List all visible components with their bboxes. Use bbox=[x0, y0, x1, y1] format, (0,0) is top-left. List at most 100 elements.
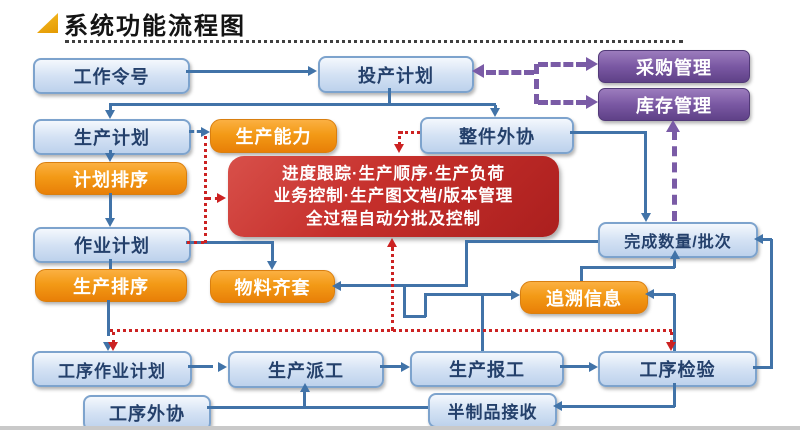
flow-branch-to-trace-info bbox=[403, 286, 406, 317]
flow-job-plan-to-kitting-seg bbox=[271, 241, 274, 262]
flow-completed-to-kitting-seg bbox=[465, 240, 468, 287]
title-dotted-rule bbox=[65, 40, 683, 43]
node-trace-info: 追溯信息 bbox=[520, 281, 648, 314]
arrowhead bbox=[300, 383, 310, 392]
node-purchase-mgmt: 采购管理 bbox=[598, 50, 750, 83]
node-label: 整件外协 bbox=[459, 126, 535, 147]
link-to-purchase-mgmt bbox=[538, 62, 586, 67]
node-semi-product-receipt: 半制品接收 bbox=[428, 393, 557, 428]
flow-inspection-to-semi-receipt-seg bbox=[560, 405, 675, 408]
arrowhead bbox=[586, 57, 598, 71]
flow-production-sequencing-to-process-job-plan bbox=[107, 300, 110, 336]
arrowhead bbox=[105, 218, 115, 227]
flow-inspection-to-trace bbox=[673, 294, 676, 351]
arrowhead bbox=[387, 238, 397, 247]
node-label: 投产计划 bbox=[358, 65, 434, 86]
flow-launch-plan-branch bbox=[109, 103, 496, 106]
flow-job-plan-to-kitting bbox=[186, 241, 273, 244]
arrowhead bbox=[666, 120, 680, 132]
node-label: 物料齐套 bbox=[234, 277, 311, 298]
flow-unit-outsourcing-to-completed bbox=[570, 131, 646, 134]
link-to-inventory-mgmt bbox=[538, 100, 586, 105]
arrowhead bbox=[645, 289, 654, 299]
node-label: 计划排序 bbox=[73, 169, 149, 190]
arrowhead bbox=[267, 261, 277, 270]
link-completed-to-inventory bbox=[672, 130, 677, 221]
flow-launch-plan-stem bbox=[388, 88, 391, 104]
flow-outsourcing-semi-to-dispatch-seg bbox=[303, 391, 306, 407]
node-launch-plan: 投产计划 bbox=[318, 56, 474, 93]
arrowhead bbox=[401, 362, 410, 372]
node-label: 追溯信息 bbox=[546, 288, 622, 309]
arrowhead bbox=[308, 66, 317, 76]
flow-job-plan-to-production-sequencing bbox=[109, 259, 112, 269]
node-label: 工作令号 bbox=[73, 67, 150, 87]
arrowhead bbox=[472, 64, 484, 78]
flow-report-to-trace-info bbox=[481, 293, 484, 351]
flow-production-plan-to-capacity bbox=[189, 130, 202, 133]
node-unit-outsourcing: 整件外协 bbox=[420, 117, 574, 154]
arrowhead bbox=[394, 144, 404, 153]
node-production-report: 生产报工 bbox=[410, 351, 564, 387]
flow-unit-outsourcing-to-completed-seg bbox=[644, 131, 647, 214]
node-label: 工序外协 bbox=[109, 404, 185, 424]
central-box-line3: 全过程自动分批及控制 bbox=[306, 209, 481, 228]
central-box-line1: 进度跟踪·生产顺序·生产负荷 bbox=[282, 165, 505, 184]
page-title: 系统功能流程图 bbox=[64, 13, 246, 40]
flow-process-job-plan-to-dispatch bbox=[188, 365, 213, 368]
node-process-outsourcing: 工序外协 bbox=[83, 395, 211, 430]
flow-to-unit-outsourcing bbox=[494, 105, 497, 110]
node-material-kitting: 物料齐套 bbox=[210, 270, 335, 303]
node-job-plan: 作业计划 bbox=[33, 227, 191, 263]
node-label: 库存管理 bbox=[636, 95, 712, 116]
control-horizontal-bus bbox=[110, 329, 672, 332]
flow-plan-sequencing-to-job-plan bbox=[109, 193, 112, 219]
arrowhead bbox=[641, 213, 651, 222]
node-label: 生产排序 bbox=[73, 276, 149, 297]
arrowhead bbox=[108, 342, 118, 351]
control-left-column bbox=[204, 136, 207, 243]
flow-work-order-to-launch-plan bbox=[186, 70, 308, 73]
node-label: 半制品接收 bbox=[447, 403, 538, 422]
title-triangle-icon bbox=[37, 13, 58, 33]
control-unit-outsourcing-link bbox=[400, 131, 420, 134]
flow-report-to-inspection bbox=[560, 365, 589, 368]
control-to-process-inspection bbox=[670, 332, 673, 343]
flow-branch-to-trace-info-seg bbox=[424, 294, 427, 317]
control-unit-outsourcing-link-seg bbox=[398, 131, 401, 145]
control-bottom-to-central bbox=[391, 247, 394, 331]
arrowhead bbox=[217, 193, 226, 203]
node-production-capacity: 生产能力 bbox=[210, 119, 337, 153]
node-label: 采购管理 bbox=[636, 57, 712, 78]
arrowhead bbox=[201, 127, 210, 137]
flow-completed-to-kitting-seg bbox=[341, 284, 467, 287]
arrowhead bbox=[490, 108, 500, 117]
flow-trace-to-completed bbox=[580, 268, 583, 281]
flow-inspection-to-semi-receipt bbox=[673, 383, 676, 407]
node-label: 工序检验 bbox=[639, 360, 716, 380]
node-label: 生产报工 bbox=[449, 360, 525, 380]
node-label: 生产能力 bbox=[235, 127, 312, 147]
flow-completed-to-kitting bbox=[467, 240, 598, 243]
node-label: 完成数量/批次 bbox=[624, 234, 732, 251]
central-box-line2: 业务控制·生产图文档/版本管理 bbox=[273, 187, 514, 206]
node-production-plan: 生产计划 bbox=[33, 119, 191, 155]
node-plan-sequencing: 计划排序 bbox=[35, 162, 187, 195]
arrowhead bbox=[589, 362, 598, 372]
flow-inspection-to-completed bbox=[753, 366, 773, 369]
node-work-order: 工作令号 bbox=[33, 58, 190, 94]
flow-branch-to-trace-info-seg bbox=[403, 315, 426, 318]
node-label: 作业计划 bbox=[74, 236, 150, 256]
flow-to-production-plan bbox=[109, 105, 112, 111]
arrowhead bbox=[553, 401, 562, 411]
flow-inspection-to-completed-seg bbox=[760, 238, 772, 241]
arrowhead bbox=[670, 250, 680, 259]
arrowhead bbox=[511, 290, 520, 300]
node-label: 生产派工 bbox=[268, 360, 344, 381]
link-launch-plan-purchasing bbox=[486, 70, 534, 75]
arrowhead bbox=[218, 362, 227, 372]
arrowhead bbox=[586, 95, 598, 109]
control-into-central-box bbox=[207, 197, 219, 200]
node-inventory-mgmt: 库存管理 bbox=[598, 88, 750, 121]
